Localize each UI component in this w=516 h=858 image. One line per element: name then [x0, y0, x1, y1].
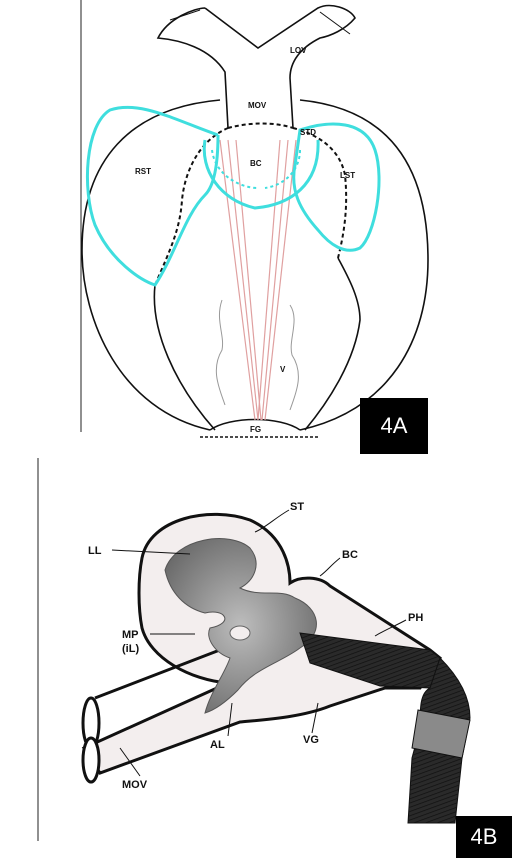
- inner-lumen: [230, 626, 250, 640]
- label-ph: PH: [408, 612, 423, 624]
- v-gut-left-wall: [216, 300, 225, 405]
- label-il: (iL): [122, 643, 139, 655]
- label-bc: BC: [250, 159, 262, 168]
- label-mp: MP: [122, 629, 139, 641]
- figure-4a-diagram: LOV MOV STD BC RST LST V FG: [0, 0, 516, 458]
- figure-tag-4b: 4B: [456, 816, 512, 858]
- inner-body-outline: [154, 258, 360, 430]
- label-lst: LST: [340, 171, 355, 180]
- label-al: AL: [210, 739, 225, 751]
- label-lov: LOV: [290, 46, 307, 55]
- label-bc-b: BC: [342, 549, 358, 561]
- figure-4a-panel: LOV MOV STD BC RST LST V FG 4A: [0, 0, 516, 458]
- label-mov-b: MOV: [122, 779, 148, 791]
- label-st: ST: [290, 501, 304, 513]
- cyan-tentacle-outlines: [87, 107, 379, 285]
- label-v: V: [280, 365, 286, 374]
- mov-end-lower: [83, 738, 99, 782]
- retractor-lines: [220, 140, 296, 420]
- figure-4b-diagram: ST LL BC PH MP (iL) AL VG MOV: [0, 458, 516, 841]
- label-std: STD: [300, 128, 316, 137]
- oral-veil-edge-left: [170, 10, 200, 20]
- oral-veil-edge-right: [320, 12, 350, 34]
- v-gut-right-wall: [290, 305, 298, 410]
- label-rst: RST: [135, 167, 151, 176]
- label-fg: FG: [250, 425, 261, 434]
- label-vg: VG: [303, 734, 319, 746]
- dashed-top-rim: [228, 124, 293, 129]
- figure-4b-panel: ST LL BC PH MP (iL) AL VG MOV 4B: [0, 458, 516, 841]
- label-mov: MOV: [248, 101, 267, 110]
- figure-tag-4a: 4A: [360, 398, 428, 454]
- label-ll: LL: [88, 545, 102, 557]
